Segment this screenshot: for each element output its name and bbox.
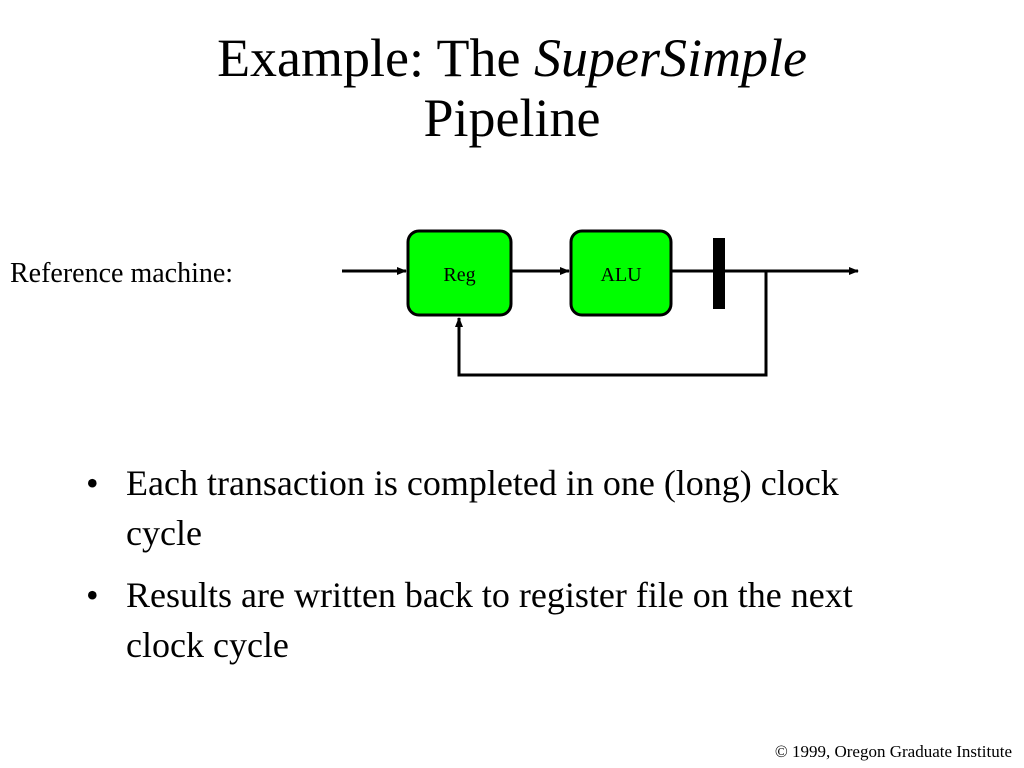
bullet-marker: •: [86, 463, 99, 503]
bullet-text: Each transaction is completed in one (lo…: [126, 463, 839, 553]
slide-title: Example: The SuperSimple Pipeline: [0, 28, 1024, 148]
bullet-list: • Each transaction is completed in one (…: [86, 458, 866, 682]
pipeline-latch: [713, 238, 725, 309]
reference-machine-label: Reference machine:: [10, 258, 234, 289]
title-italic: SuperSimple: [533, 28, 807, 88]
title-prefix: Example: The: [217, 28, 534, 88]
bullet-item: • Each transaction is completed in one (…: [86, 458, 866, 558]
feedback-path: [455, 271, 768, 377]
reg-label: Reg: [443, 264, 475, 286]
bullet-marker: •: [86, 575, 99, 615]
alu-label: ALU: [600, 264, 642, 286]
bullet-item: • Results are written back to register f…: [86, 570, 866, 670]
alu-box: [569, 229, 673, 317]
bullet-text: Results are written back to register fil…: [126, 575, 853, 665]
reg-box: [406, 229, 513, 317]
copyright-footer: © 1999, Oregon Graduate Institute: [774, 742, 1012, 761]
title-suffix: Pipeline: [423, 88, 601, 148]
